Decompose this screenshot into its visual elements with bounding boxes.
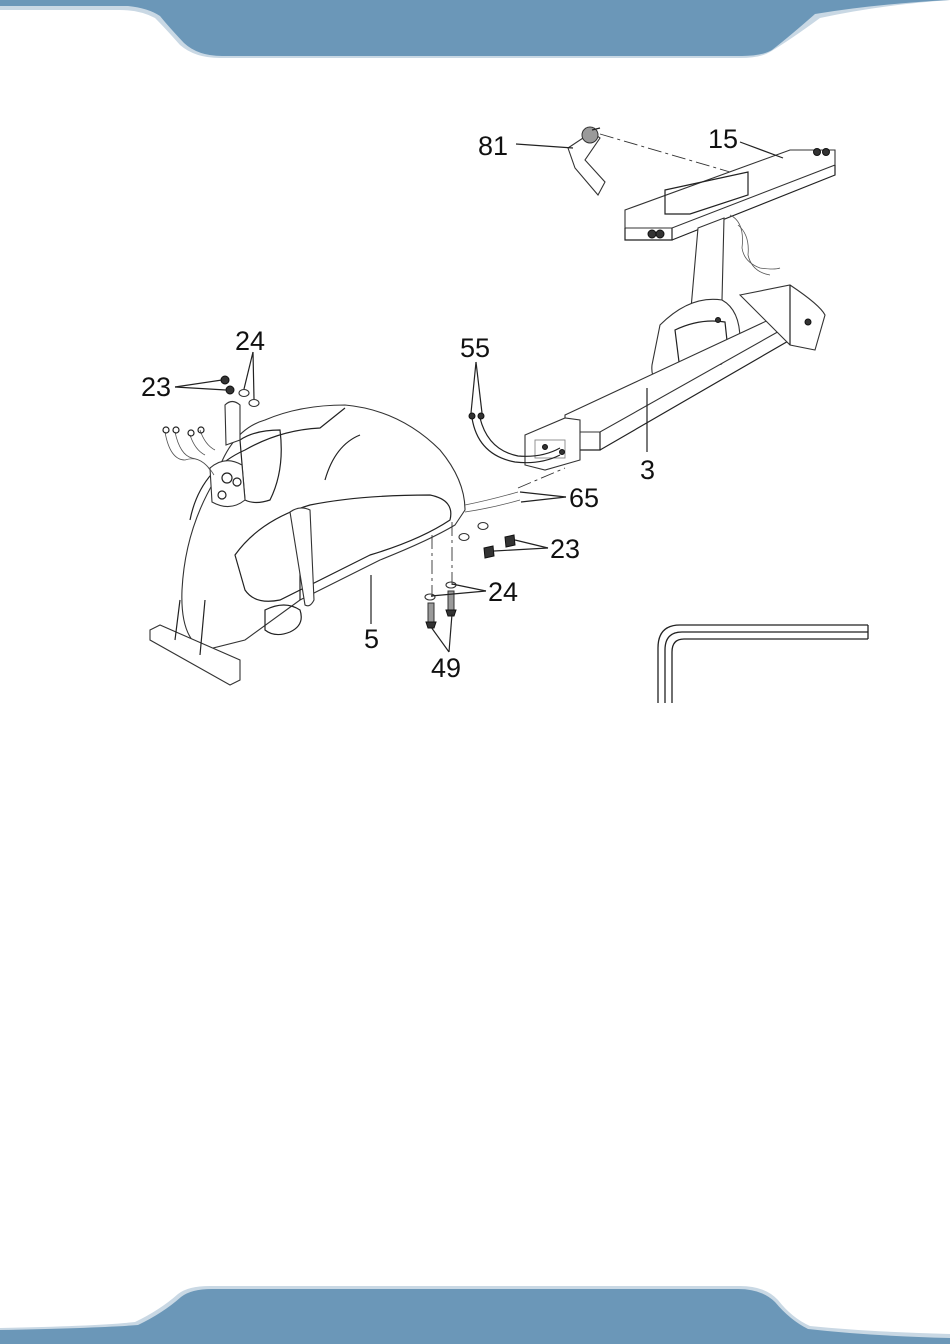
callout-5: 5 bbox=[364, 624, 379, 654]
callout-55: 55 bbox=[460, 333, 490, 363]
callout-81: 81 bbox=[478, 131, 508, 161]
callout-15: 15 bbox=[708, 124, 738, 154]
callout-49: 49 bbox=[431, 653, 461, 683]
callout-23-top: 23 bbox=[141, 372, 171, 402]
callout-24-top: 24 bbox=[235, 326, 265, 356]
allen-wrench-icon bbox=[658, 625, 868, 703]
callout-23-right: 23 bbox=[550, 534, 580, 564]
callout-65: 65 bbox=[569, 483, 599, 513]
rear-frame-assembly bbox=[525, 149, 835, 471]
callout-24-bottom: 24 bbox=[488, 577, 518, 607]
callout-3: 3 bbox=[640, 455, 655, 485]
front-shroud-5 bbox=[150, 402, 520, 686]
knob-81 bbox=[568, 127, 605, 195]
